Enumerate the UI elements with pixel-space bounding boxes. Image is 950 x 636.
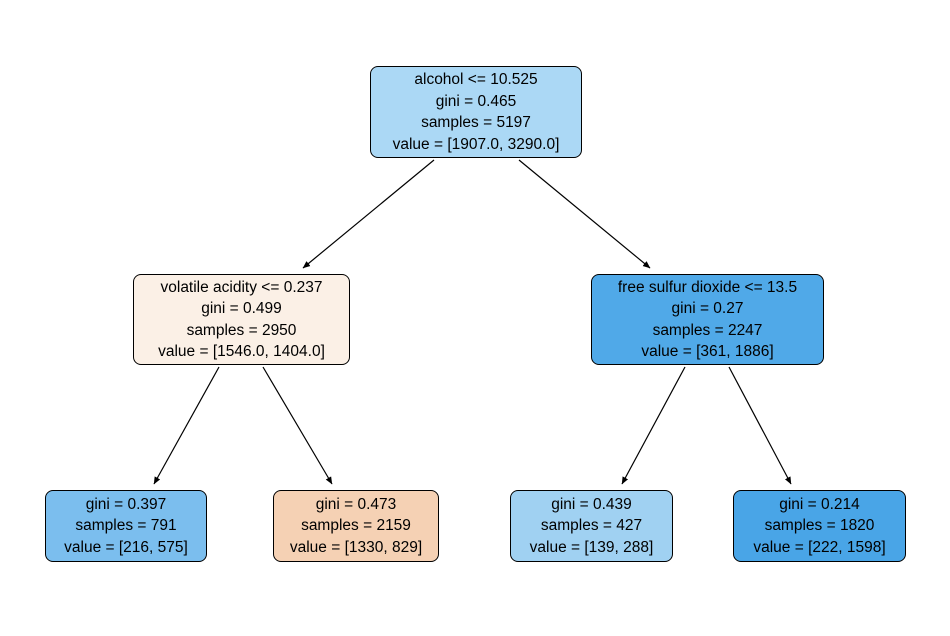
node-gini: gini = 0.499	[201, 300, 282, 317]
node-samples: samples = 2159	[301, 517, 411, 535]
tree-leaf-right-left: gini = 0.439 samples = 427 value = [139,…	[510, 490, 673, 562]
node-value: value = [216, 575]	[64, 538, 188, 556]
node-samples: samples = 1820	[764, 517, 875, 535]
edge-left-to-leaf-ll	[153, 366, 220, 485]
edge-right-to-leaf-rl	[621, 366, 686, 485]
node-condition: volatile acidity <= 0.237	[160, 278, 323, 296]
node-gini: gini = 0.214	[779, 495, 860, 513]
node-value: value = [222, 1598]	[753, 538, 886, 556]
node-gini: gini = 0.473	[315, 495, 397, 513]
edge-right-to-leaf-rr	[728, 366, 792, 485]
tree-leaf-right-right: gini = 0.214 samples = 1820 value = [222…	[733, 490, 906, 562]
tree-node-right-internal: free sulfur dioxide <= 13.5 gini = 0.27 …	[591, 274, 824, 365]
node-value: value = [1907.0, 3290.0]	[392, 135, 560, 153]
node-samples: samples = 427	[540, 517, 643, 535]
edge-root-to-left	[302, 159, 435, 269]
node-gini: gini = 0.439	[551, 495, 632, 513]
node-condition: free sulfur dioxide <= 13.5	[617, 278, 798, 296]
node-value: value = [1546.0, 1404.0]	[158, 343, 325, 360]
node-gini: gini = 0.27	[671, 300, 744, 317]
node-gini: gini = 0.397	[85, 495, 167, 513]
edge-left-to-leaf-lr	[262, 366, 333, 485]
tree-node-left-internal: volatile acidity <= 0.237 gini = 0.499 s…	[133, 274, 350, 365]
node-samples: samples = 2950	[186, 321, 297, 339]
edge-root-to-right	[518, 159, 651, 269]
tree-leaf-left-right: gini = 0.473 samples = 2159 value = [133…	[273, 490, 439, 562]
node-value: value = [1330, 829]	[289, 538, 423, 556]
tree-node-root: alcohol <= 10.525 gini = 0.465 samples =…	[370, 66, 582, 158]
node-value: value = [361, 1886]	[641, 343, 774, 360]
node-samples: samples = 791	[75, 517, 177, 535]
node-samples: samples = 2247	[652, 321, 763, 339]
tree-leaf-left-left: gini = 0.397 samples = 791 value = [216,…	[45, 490, 207, 562]
node-value: value = [139, 288]	[529, 538, 654, 556]
node-samples: samples = 5197	[421, 114, 531, 131]
node-gini: gini = 0.465	[435, 92, 517, 110]
node-condition: alcohol <= 10.525	[414, 71, 538, 88]
